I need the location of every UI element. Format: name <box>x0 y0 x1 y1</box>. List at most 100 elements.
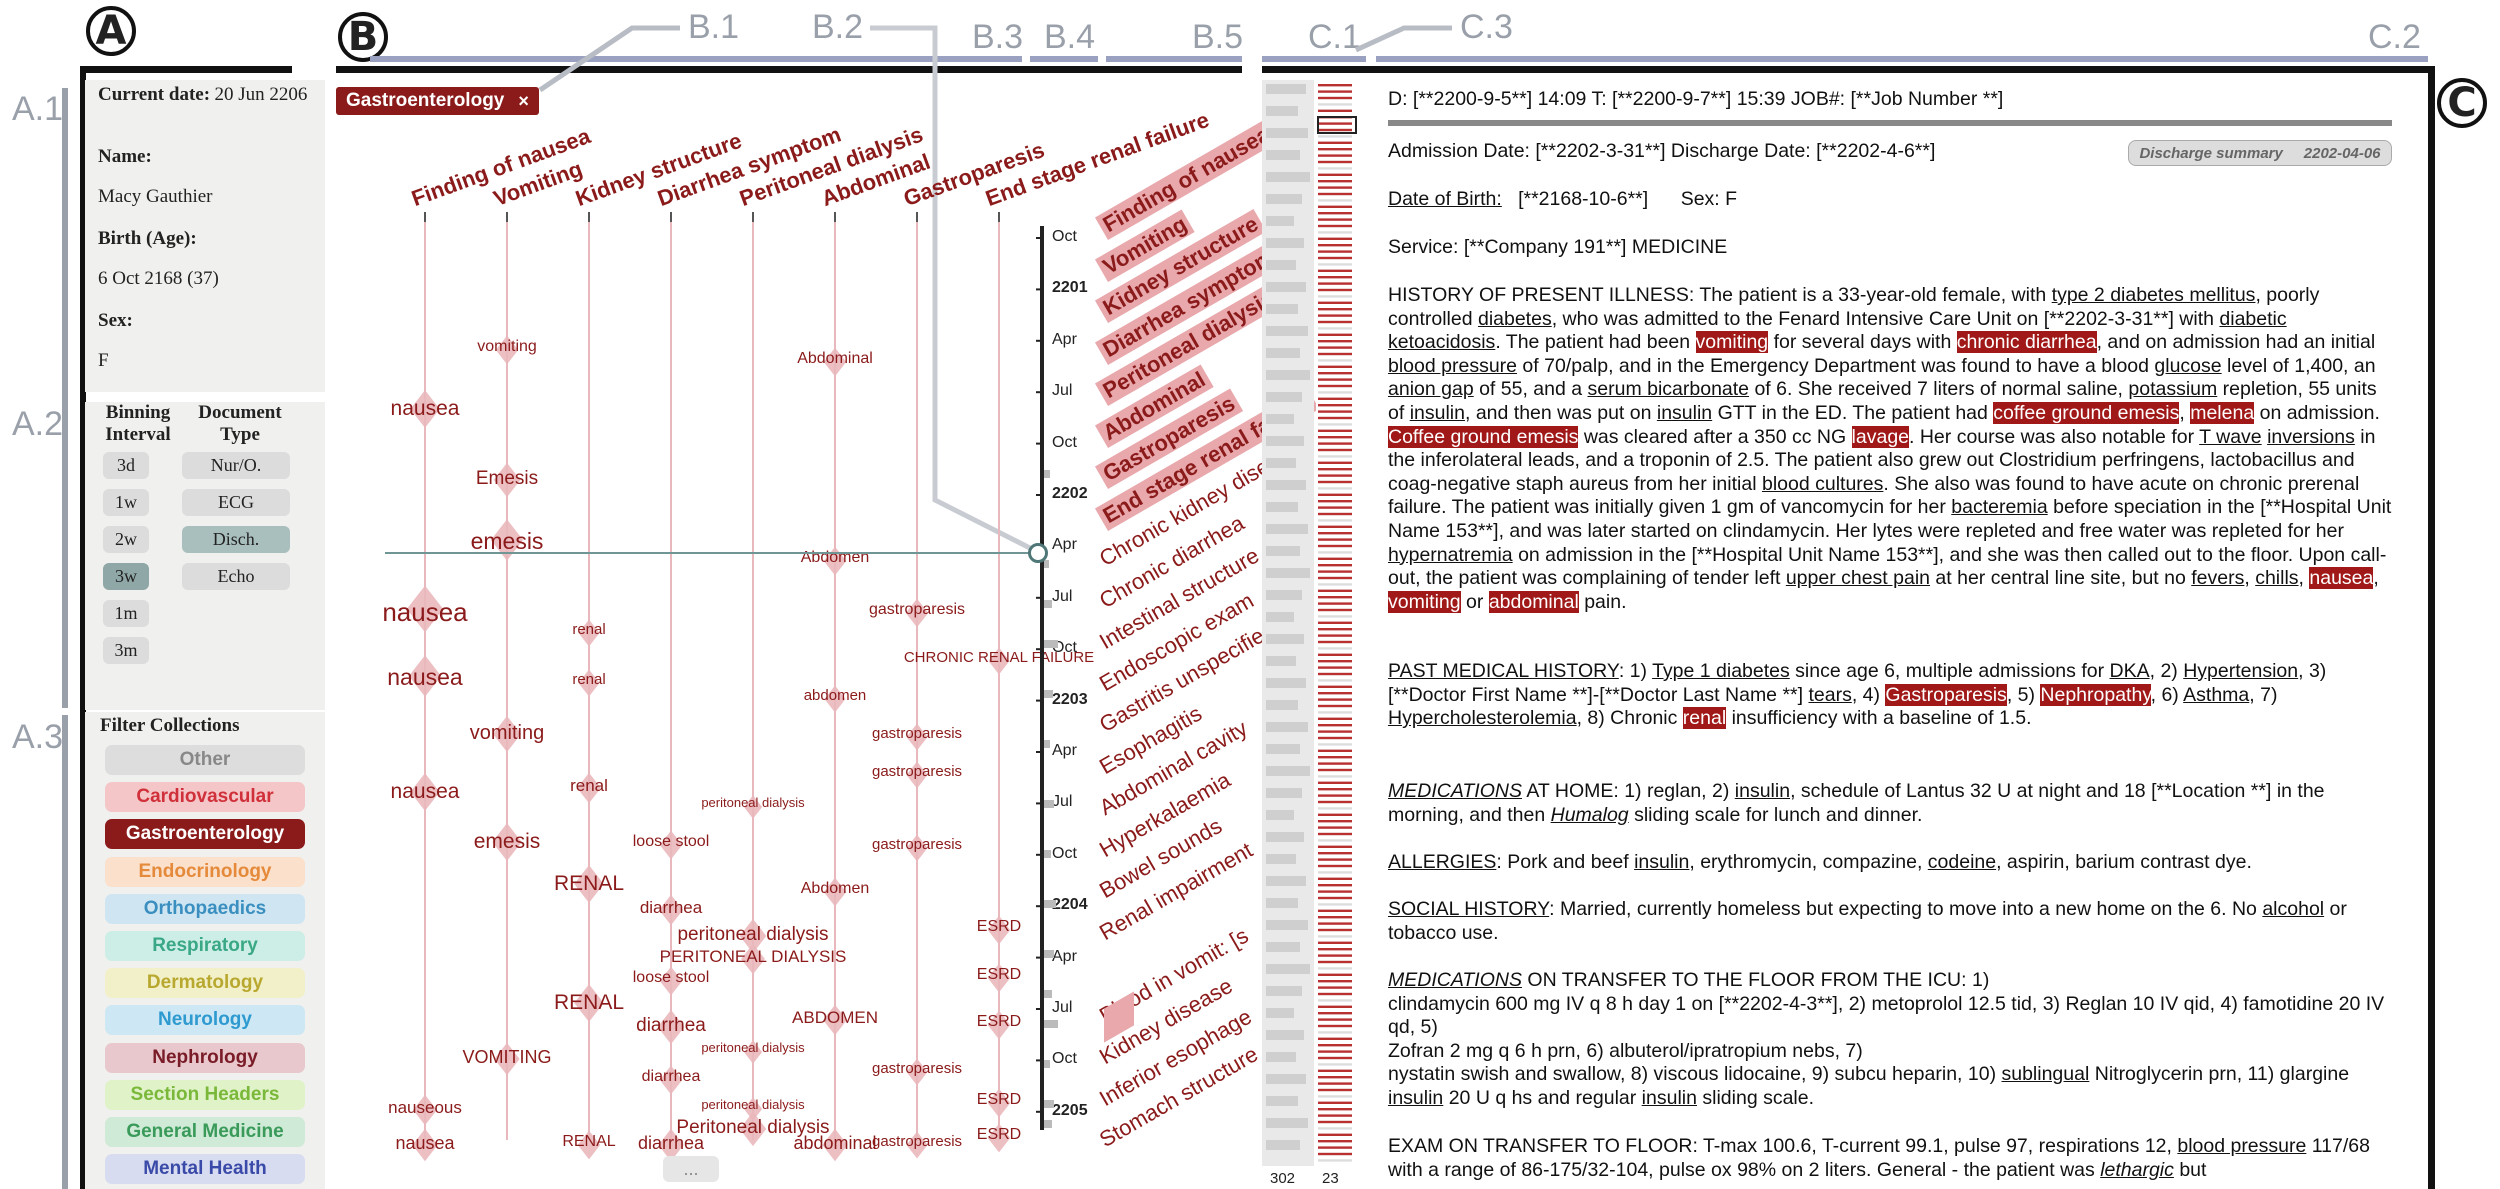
overview-term-mark <box>1318 768 1352 772</box>
filter-collection-item[interactable]: Cardiovascular <box>105 782 305 813</box>
interval-3d[interactable]: 3d <box>103 452 149 479</box>
filter-collection-item[interactable]: Orthopaedics <box>105 893 305 924</box>
term-label[interactable]: vomiting <box>477 338 537 355</box>
overview-term-mark <box>1318 1037 1352 1040</box>
term-label[interactable]: ESRD <box>976 1091 1022 1108</box>
term-label[interactable]: gastroparesis <box>868 601 966 618</box>
term-label[interactable]: diarrhea <box>639 898 703 917</box>
badge-date: 2202-04-06 <box>2303 144 2381 162</box>
term-label[interactable]: Peritoneal dialysis <box>676 1117 830 1138</box>
focus-date-handle[interactable] <box>1028 543 1048 563</box>
term-label[interactable]: vomiting <box>469 722 545 744</box>
close-icon[interactable]: × <box>518 90 529 111</box>
term-label[interactable]: loose stool <box>632 969 710 986</box>
active-filter-chip[interactable]: Gastroenterology × <box>336 87 539 115</box>
term-label[interactable]: gastroparesis <box>871 725 963 742</box>
overview-doc-mark <box>1266 502 1298 512</box>
doctype-nursing[interactable]: Nur/O. <box>182 452 290 479</box>
term-label[interactable]: abdomen <box>803 687 867 704</box>
interval-1m[interactable]: 1m <box>103 600 149 627</box>
filter-collection-item[interactable]: Other <box>105 745 305 775</box>
term-label[interactable]: ESRD <box>976 1126 1022 1143</box>
term-label[interactable]: renal <box>572 671 606 688</box>
overview-doc-mark <box>1266 1074 1306 1084</box>
term-label[interactable]: renal <box>572 621 606 638</box>
a3-label: A.3 <box>12 718 64 756</box>
dob-label: Date of Birth: <box>1388 188 1502 210</box>
term-label[interactable]: gastroparesis <box>871 1133 963 1150</box>
term-label[interactable]: PERITONEAL DIALYSIS <box>659 947 847 966</box>
overview-term-mark <box>1318 1095 1352 1098</box>
term-label[interactable]: peritoneal dialysis <box>701 1040 805 1055</box>
doctype-ecg[interactable]: ECG <box>182 489 290 516</box>
overview-term-mark <box>1318 973 1352 976</box>
term-label[interactable]: nausea <box>390 397 460 420</box>
filter-collection-item[interactable]: General Medicine <box>105 1117 305 1147</box>
term-label[interactable]: emesis <box>473 830 541 853</box>
term-frequency-diamond[interactable] <box>658 1128 684 1162</box>
doctype-discharge[interactable]: Disch. <box>182 526 290 553</box>
document-header-rule <box>1388 120 2392 126</box>
term-label[interactable]: ESRD <box>976 918 1022 935</box>
term-frequency-diamond[interactable] <box>822 1128 848 1162</box>
timeline-tick-label: Apr <box>1052 536 1077 554</box>
term-label[interactable]: gastroparesis <box>871 836 963 853</box>
term-label[interactable]: nauseous <box>388 1098 462 1117</box>
term-label[interactable]: emesis <box>470 528 544 554</box>
term-label[interactable]: peritoneal dialysis <box>701 795 805 810</box>
term-label[interactable]: peritoneal dialysis <box>677 924 829 945</box>
c3-label: C.3 <box>1460 8 1513 46</box>
filter-collection-item[interactable]: Respiratory <box>105 931 305 961</box>
overview-viewport[interactable] <box>1317 116 1357 134</box>
term-label[interactable]: diarrhea <box>641 1068 701 1085</box>
term-label[interactable]: nausea <box>382 597 468 627</box>
term-label[interactable]: RENAL <box>562 1133 616 1150</box>
term-label[interactable]: diarrhea <box>637 1133 705 1153</box>
term-label[interactable]: abdominal <box>793 1133 877 1153</box>
filter-collection-item[interactable]: Dermatology <box>105 968 305 999</box>
term-label[interactable]: ABDOMEN <box>792 1008 878 1027</box>
interval-3m[interactable]: 3m <box>103 637 149 664</box>
term-label[interactable]: VOMITING <box>462 1047 552 1067</box>
region-a-rule <box>80 66 292 73</box>
term-label[interactable]: ESRD <box>976 966 1022 983</box>
term-label[interactable]: nausea <box>387 664 463 690</box>
term-frequency-diamond[interactable] <box>906 1131 928 1159</box>
term-label[interactable]: diarrhea <box>636 1015 706 1036</box>
term-label[interactable]: gastroparesis <box>871 1060 963 1077</box>
term-frequency-diamond[interactable] <box>412 1128 438 1162</box>
timeline-axis[interactable] <box>1040 226 1044 1130</box>
interval-1w[interactable]: 1w <box>103 489 149 516</box>
filter-collection-item[interactable]: Gastroenterology <box>105 819 305 850</box>
term-label[interactable]: gastroparesis <box>871 763 963 780</box>
term-label[interactable]: loose stool <box>632 833 710 850</box>
filter-collection-item[interactable]: Neurology <box>105 1005 305 1036</box>
overview-term-mark <box>1318 583 1352 586</box>
term-label[interactable]: nausea <box>390 780 460 803</box>
filter-collection-item[interactable]: Endocrinology <box>105 856 305 887</box>
filter-collection-item[interactable]: Mental Health <box>105 1154 305 1185</box>
doctype-echo[interactable]: Echo <box>182 563 290 590</box>
term-label[interactable]: ESRD <box>976 1013 1022 1030</box>
term-label[interactable]: Emesis <box>475 468 539 489</box>
overview-term-mark <box>1318 621 1352 624</box>
term-label[interactable]: Abdominal <box>797 350 873 367</box>
term-label[interactable]: nausea <box>395 1133 455 1153</box>
term-label[interactable]: Abdomen <box>800 880 870 897</box>
filter-collection-item[interactable]: Nephrology <box>105 1042 305 1073</box>
term-frequency-diamond[interactable] <box>577 1130 601 1160</box>
filter-collection-item[interactable]: Section Headers <box>105 1079 305 1110</box>
more-button[interactable]: ... <box>663 1156 719 1182</box>
term-label[interactable]: RENAL <box>553 872 625 895</box>
term-label[interactable]: renal <box>570 776 608 795</box>
overview-term-mark <box>1318 756 1352 759</box>
region-b-marker: B <box>338 12 388 62</box>
interval-2w[interactable]: 2w <box>103 526 149 553</box>
interval-3w[interactable]: 3w <box>103 563 149 590</box>
term-label[interactable]: RENAL <box>553 991 625 1014</box>
focus-date-line[interactable] <box>385 552 1039 554</box>
term-label[interactable]: peritoneal dialysis <box>701 1097 805 1112</box>
term-label[interactable]: CHRONIC RENAL FAILURE <box>903 649 1095 666</box>
